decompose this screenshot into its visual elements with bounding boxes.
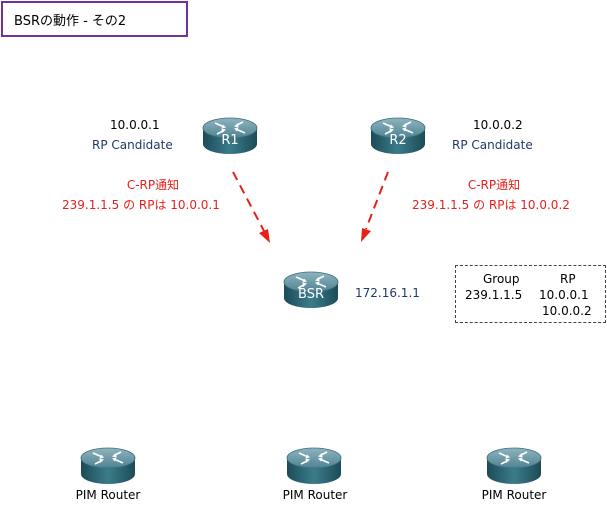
diagram-title: BSRの動作 - その2 xyxy=(14,13,127,29)
router-icon xyxy=(286,447,342,485)
router-pim-3 xyxy=(485,444,543,488)
r1-role: RP Candidate xyxy=(92,138,173,152)
pim-router-2-label: PIM Router xyxy=(282,488,348,502)
router-bsr: BSR xyxy=(282,268,340,312)
table-rp-value-1: 10.0.0.1 xyxy=(539,288,589,302)
router-icon xyxy=(486,447,542,485)
router-icon xyxy=(80,447,136,485)
router-pim-2 xyxy=(285,444,343,488)
rp-mapping-table: Group RP 239.1.1.5 10.0.0.1 10.0.0.2 xyxy=(455,265,606,323)
pim-router-1-label: PIM Router xyxy=(75,488,141,502)
pim-router-3-label: PIM Router xyxy=(481,488,547,502)
table-header-group: Group xyxy=(483,272,520,286)
bsr-ip: 172.16.1.1 xyxy=(355,286,420,300)
router-r1-label: R1 xyxy=(221,133,239,148)
router-r1: R1 xyxy=(201,114,259,158)
table-rp-value-2: 10.0.0.2 xyxy=(542,304,592,318)
table-header-rp: RP xyxy=(560,272,576,286)
arrow-r2-to-bsr xyxy=(361,171,389,242)
router-pim-1 xyxy=(79,444,137,488)
router-r2-label: R2 xyxy=(389,133,407,148)
r1-notice-detail: 239.1.1.5 の RPは 10.0.0.1 xyxy=(62,198,220,212)
r2-notice-detail: 239.1.1.5 の RPは 10.0.0.2 xyxy=(412,198,570,212)
r2-notice-title: C-RP通知 xyxy=(467,178,521,192)
arrow-r1-to-bsr xyxy=(232,171,270,243)
diagram-title-box: BSRの動作 - その2 xyxy=(1,1,188,37)
r2-ip: 10.0.0.2 xyxy=(473,118,523,132)
r1-notice-title: C-RP通知 xyxy=(126,178,180,192)
router-r2: R2 xyxy=(369,114,427,158)
r2-role: RP Candidate xyxy=(452,138,533,152)
table-group-value: 239.1.1.5 xyxy=(465,288,523,302)
r1-ip: 10.0.0.1 xyxy=(110,118,160,132)
router-bsr-label: BSR xyxy=(298,287,324,302)
